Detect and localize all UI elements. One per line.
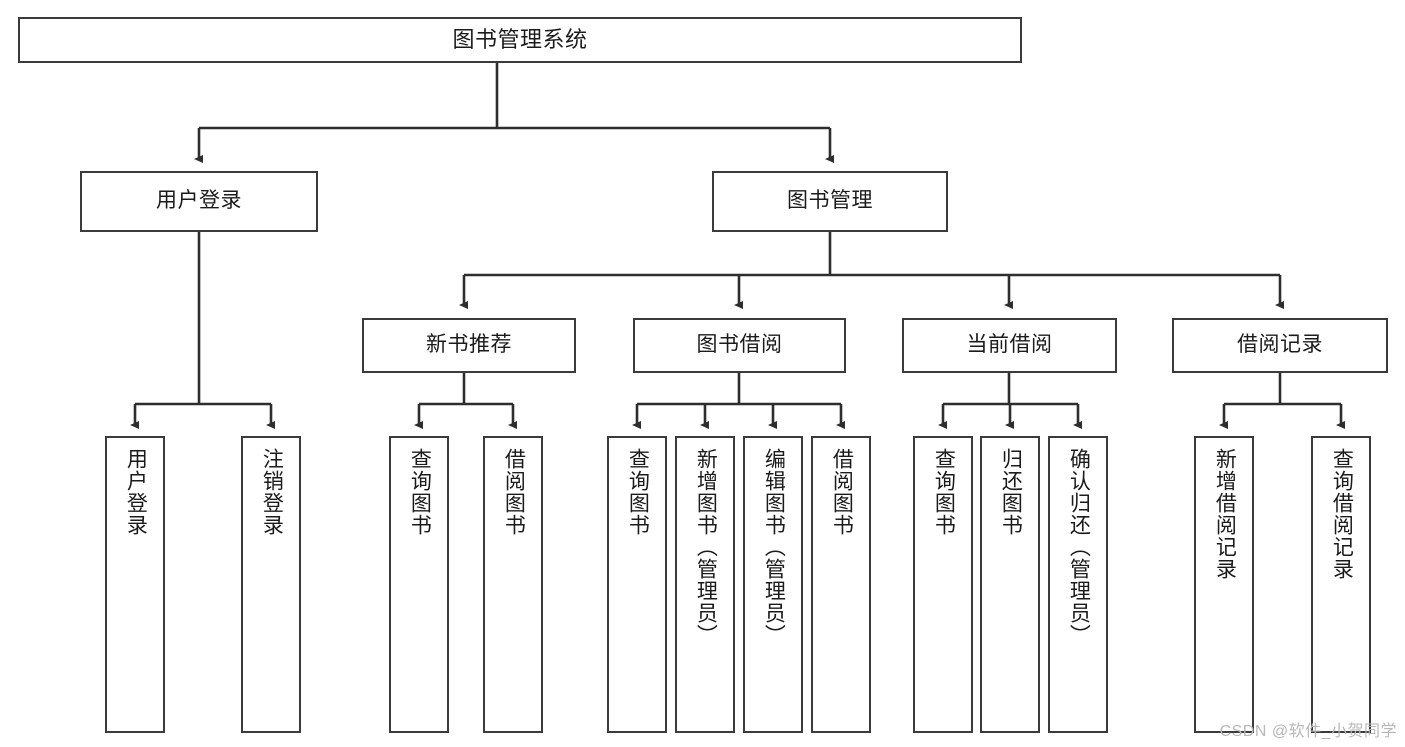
node-leaf-return-book[interactable]: 归还图书 [980,436,1040,733]
node-label: 借阅图书 [830,448,854,536]
node-label: 归还图书 [999,448,1023,536]
node-label: 图书管理系统 [452,27,588,53]
node-leaf-query-book-borrow[interactable]: 查询图书 [607,436,667,733]
node-label: 编辑图书（管理员） [762,448,786,646]
node-current-borrow[interactable]: 当前借阅 [902,318,1117,373]
node-label: 查询借阅记录 [1330,448,1354,580]
node-label: 借阅图书 [502,448,526,536]
node-leaf-confirm-return-admin[interactable]: 确认归还（管理员） [1048,436,1108,733]
csdn-watermark: CSDN @软件_小贺同学 [1219,723,1397,740]
node-root-book-management-system[interactable]: 图书管理系统 [18,17,1022,63]
node-leaf-edit-book-admin[interactable]: 编辑图书（管理员） [743,436,803,733]
node-label: 查询图书 [932,448,956,536]
node-leaf-borrow-book-recommend[interactable]: 借阅图书 [483,436,543,733]
node-leaf-user-login[interactable]: 用户登录 [105,436,165,733]
node-leaf-query-book-recommend[interactable]: 查询图书 [389,436,449,733]
node-label: 图书管理 [787,189,873,213]
node-label: 借阅记录 [1237,333,1323,357]
node-new-book-recommend[interactable]: 新书推荐 [362,318,576,373]
node-label: 查询图书 [408,448,432,536]
node-book-borrow[interactable]: 图书借阅 [633,318,846,373]
node-label: 用户登录 [124,448,148,536]
node-label: 新增借阅记录 [1213,448,1237,580]
node-leaf-borrow-book[interactable]: 借阅图书 [811,436,871,733]
node-leaf-user-logout[interactable]: 注销登录 [241,436,301,733]
node-label: 确认归还（管理员） [1067,448,1091,646]
node-label: 新书推荐 [426,333,512,357]
node-leaf-query-borrow-record[interactable]: 查询借阅记录 [1311,436,1371,733]
node-label: 查询图书 [626,448,650,536]
node-label: 注销登录 [260,448,284,536]
node-borrow-record[interactable]: 借阅记录 [1172,318,1388,373]
node-book-management[interactable]: 图书管理 [712,171,948,232]
node-label: 当前借阅 [966,333,1053,357]
node-label: 用户登录 [156,189,242,213]
node-leaf-add-borrow-record[interactable]: 新增借阅记录 [1194,436,1254,733]
node-user-login[interactable]: 用户登录 [80,171,318,232]
node-label: 图书借阅 [696,333,783,357]
node-leaf-query-book-current[interactable]: 查询图书 [913,436,973,733]
node-leaf-add-book-admin[interactable]: 新增图书（管理员） [675,436,735,733]
node-label: 新增图书（管理员） [694,448,718,646]
